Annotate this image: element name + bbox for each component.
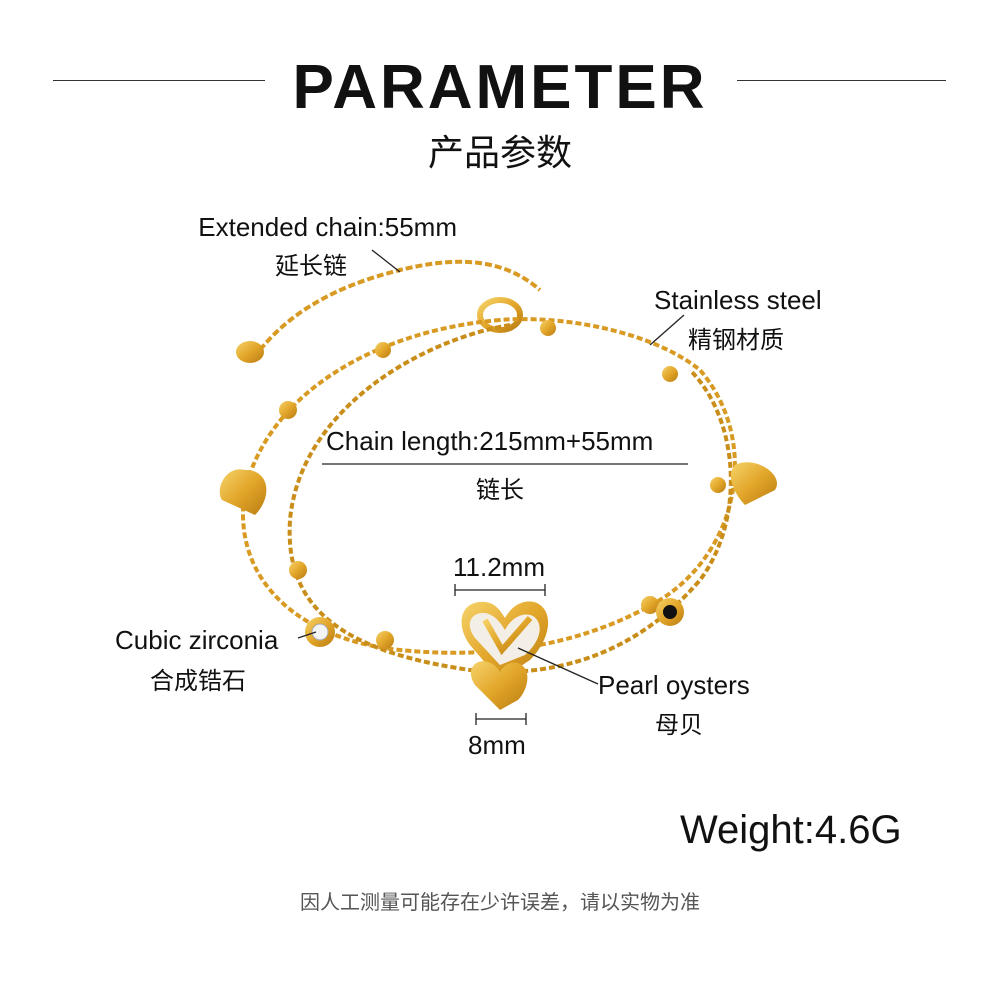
small-heart-charm (470, 661, 528, 710)
chain-length-cn: 链长 (476, 476, 524, 504)
shell-cn: 母贝 (655, 711, 703, 739)
page-subtitle: 产品参数 (427, 133, 572, 174)
chain-length-en: Chain length:215mm+55mm (326, 426, 654, 456)
beads (279, 320, 726, 649)
stone-en: Cubic zirconia (115, 625, 279, 655)
heart-small-size: 8mm (468, 730, 526, 760)
heart-charm-left (219, 469, 267, 515)
extended-chain-en: Extended chain:55mm (198, 212, 457, 242)
material-en: Stainless steel (654, 285, 822, 315)
lobster-clasp (477, 297, 523, 333)
heart-large-size: 11.2mm (453, 552, 545, 582)
material-cn: 精钢材质 (688, 326, 784, 354)
title-rule-left (53, 80, 265, 81)
page-title: PARAMETER (292, 53, 708, 122)
dimension-lines (297, 249, 688, 725)
heart-charm-right (730, 462, 777, 505)
stone-cn: 合成锆石 (150, 667, 246, 695)
extended-chain-cn: 延长链 (275, 252, 347, 280)
chain-end-drop (236, 341, 264, 363)
disclaimer-footer: 因人工测量可能存在少许误差，请以实物为准 (300, 890, 700, 914)
shell-en: Pearl oysters (598, 670, 750, 700)
extended-chain-label: Extended chain:55mm (174, 211, 457, 243)
title-rule-right (737, 80, 946, 81)
extension-chain (258, 259, 542, 352)
weight-label: Weight:4.6G (680, 808, 902, 852)
inner-chain (287, 323, 733, 674)
